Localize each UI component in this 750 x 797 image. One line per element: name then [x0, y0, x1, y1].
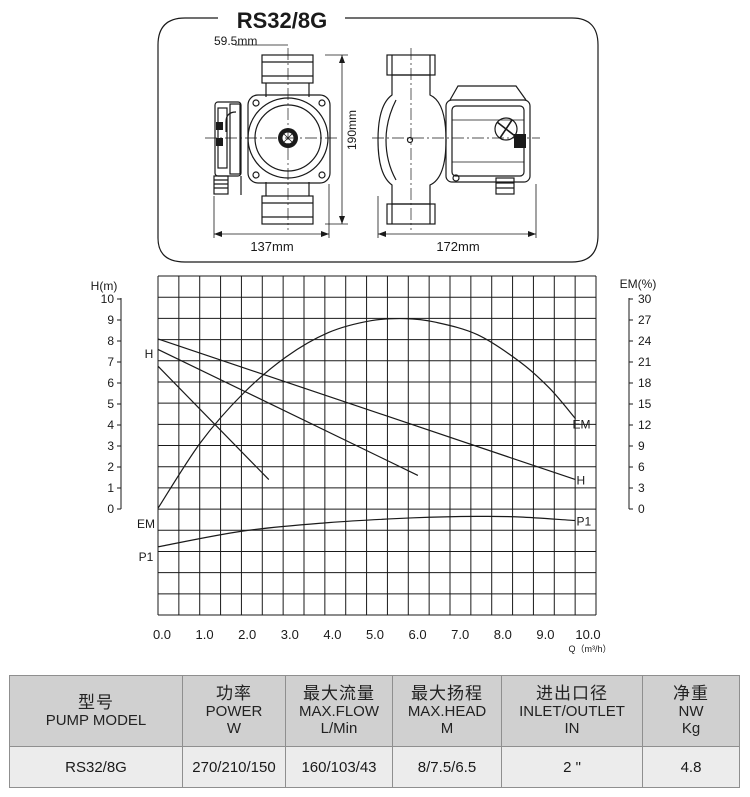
- curve-label-head: H: [576, 474, 585, 488]
- tick-label-right: 18: [638, 376, 652, 390]
- tick-label-left: 6: [107, 376, 114, 390]
- tick-label-right: 6: [638, 460, 645, 474]
- spec-data-row: RS32/8G 270/210/150 160/103/43 8/7.5/6.5…: [9, 746, 740, 788]
- tick-label-x: 8.0: [494, 627, 512, 642]
- tick-label-left: 5: [107, 397, 114, 411]
- cell-max-flow: 160/103/43: [285, 746, 393, 788]
- tick-label-x: 5.0: [366, 627, 384, 642]
- pump-front-view: [205, 44, 348, 238]
- curve-label-power: P1: [576, 515, 591, 529]
- pump-side-view: [372, 48, 540, 238]
- tick-label-x: 7.0: [451, 627, 469, 642]
- curve-head-2: [157, 365, 270, 481]
- tick-label-left: 8: [107, 334, 114, 348]
- side-label-h: H: [145, 347, 154, 361]
- tick-label-left: 9: [107, 313, 114, 327]
- cell-power: 270/210/150: [182, 746, 286, 788]
- tick-label-x: 10.0: [575, 627, 600, 642]
- tick-label-x: 1.0: [196, 627, 214, 642]
- cell-max-head: 8/7.5/6.5: [392, 746, 502, 788]
- tick-label-right: 12: [638, 418, 652, 432]
- tick-label-right: 21: [638, 355, 652, 369]
- tick-label-x: 0.0: [153, 627, 171, 642]
- tick-label-x: 9.0: [536, 627, 554, 642]
- side-label-p1: P1: [139, 550, 154, 564]
- curve-label-efficiency: EM: [572, 418, 590, 432]
- dimension-height: 190mm: [345, 110, 359, 150]
- tick-label-x: 2.0: [238, 627, 256, 642]
- curve-head-0: [157, 338, 576, 481]
- model-title: RS32/8G: [237, 8, 328, 33]
- curve-efficiency-3: [157, 317, 576, 509]
- tick-label-left: 0: [107, 502, 114, 516]
- tick-label-right: 3: [638, 481, 645, 495]
- performance-chart: 012345678910H(m)036912151821242730EM(%)0…: [91, 275, 657, 654]
- curve-power-4: [157, 515, 576, 548]
- tick-label-right: 24: [638, 334, 652, 348]
- tick-label-x: 4.0: [323, 627, 341, 642]
- cell-inlet-outlet: 2 ": [501, 746, 643, 788]
- dimension-width-side: 172mm: [436, 239, 479, 254]
- tick-label-x: 3.0: [281, 627, 299, 642]
- tick-label-left: 10: [101, 292, 115, 306]
- tick-label-right: 9: [638, 439, 645, 453]
- axis-label-x: Q（m³/h）: [568, 644, 611, 654]
- axis-label-right: EM(%): [620, 277, 657, 291]
- tick-label-left: 4: [107, 418, 114, 432]
- tick-label-left: 3: [107, 439, 114, 453]
- tick-label-right: 0: [638, 502, 645, 516]
- tick-label-left: 2: [107, 460, 114, 474]
- tick-label-right: 27: [638, 313, 652, 327]
- dimension-offset: 59.5mm: [214, 34, 257, 48]
- side-label-em: EM: [137, 517, 155, 531]
- tick-label-x: 6.0: [409, 627, 427, 642]
- dimension-drawing: [157, 17, 599, 263]
- cell-model: RS32/8G: [9, 746, 183, 788]
- cell-net-weight: 4.8: [642, 746, 740, 788]
- tick-label-left: 1: [107, 481, 114, 495]
- tick-label-right: 15: [638, 397, 652, 411]
- dimension-width-front: 137mm: [250, 239, 293, 254]
- product-sheet-canvas: RS32/8G 59.5mm 190mm 137mm 172mm 0123456…: [91, 8, 657, 654]
- tick-label-right: 30: [638, 292, 652, 306]
- axis-label-left: H(m): [91, 279, 118, 293]
- curve-head-1: [157, 348, 419, 476]
- tick-label-left: 7: [107, 355, 114, 369]
